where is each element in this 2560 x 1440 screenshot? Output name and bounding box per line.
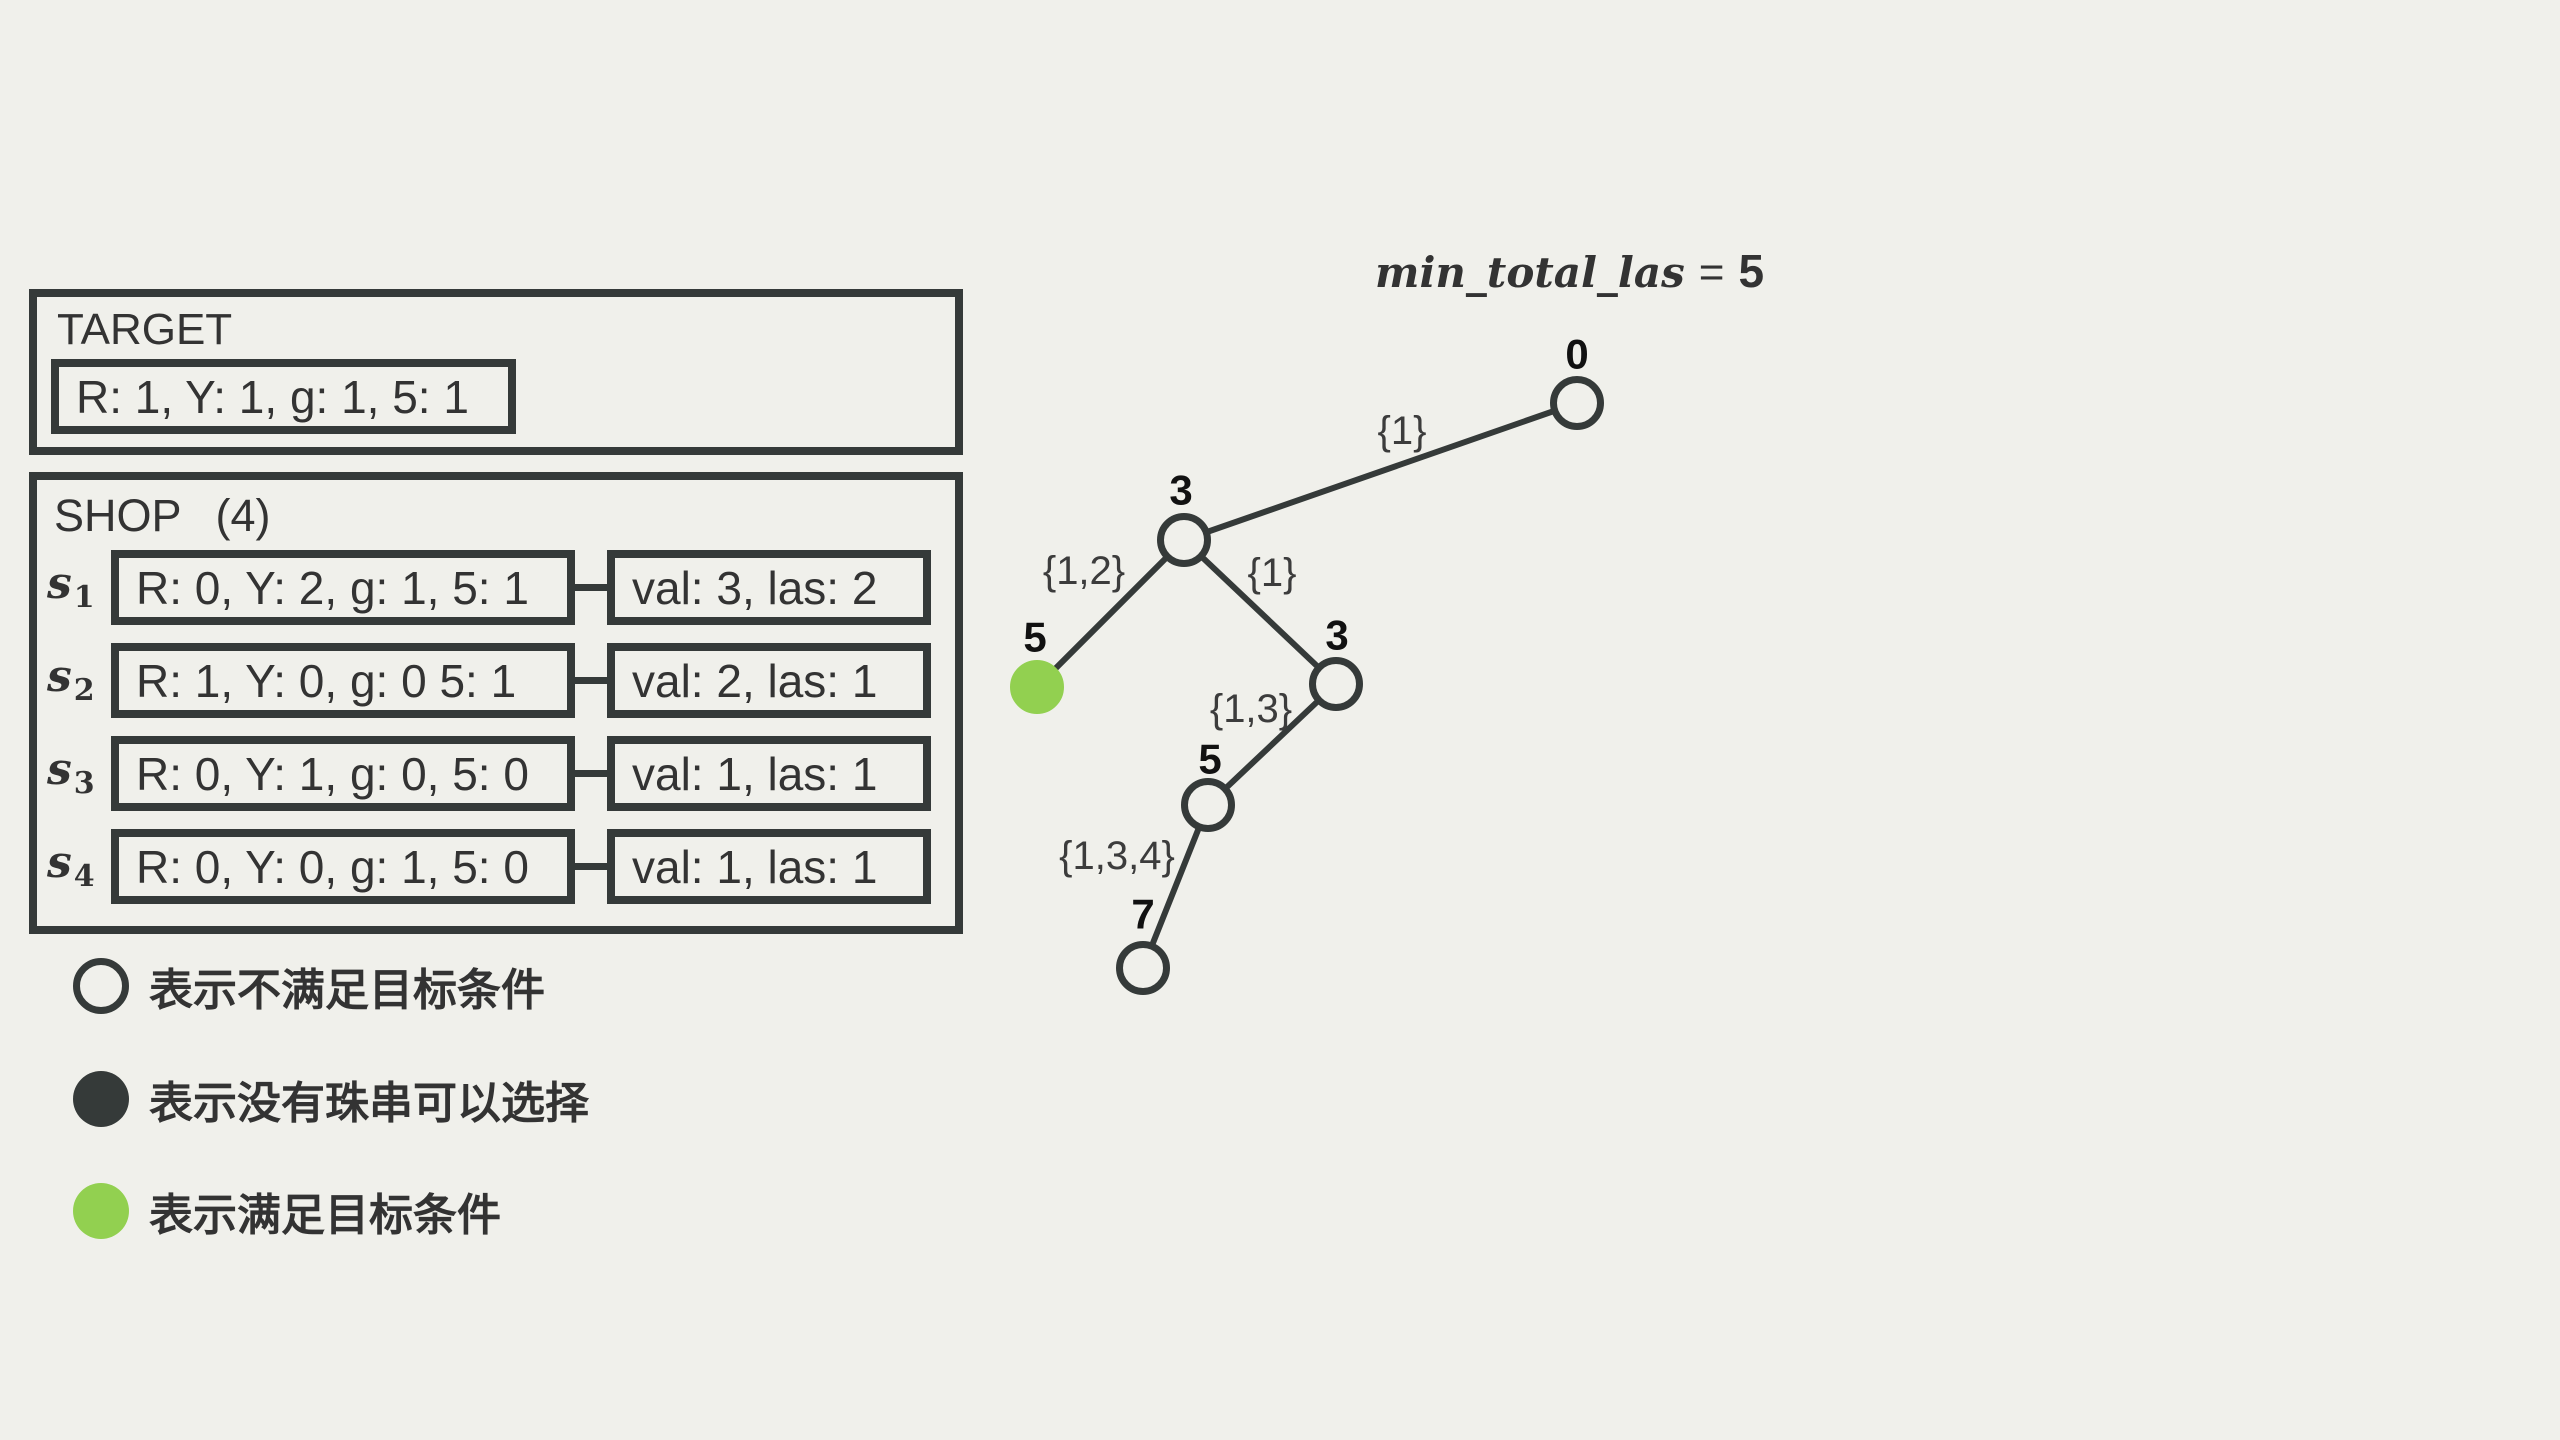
node-label: 5 [1198,736,1221,783]
target-heading: TARGET [57,305,233,354]
tree-edge-labels: {1} {1,2} {1} {1,3} {1,3,4} [1043,409,1427,878]
item-stats-box: val: 1, las: 1 [607,736,931,811]
item-stats-box: val: 1, las: 1 [607,829,931,904]
item-symbol-letter: s [47,651,72,702]
item-attributes-text: R: 0, Y: 2, g: 1, 5: 1 [136,561,529,614]
edge-label: {1} [1248,551,1297,595]
item-connector [575,770,607,777]
tree-edge [1181,400,1580,543]
item-symbol-index: 2 [73,673,95,708]
edge-label: {1,3} [1210,687,1292,731]
edge-label: {1,2} [1043,549,1125,593]
objective-variable: min_total_las [1375,248,1685,297]
legend-item-satisfied: 表示满足目标条件 [73,1181,501,1241]
dark-circle-icon [73,1071,129,1127]
tree-node [1010,660,1064,714]
tree-edge [1140,802,1211,971]
item-attributes-box: R: 0, Y: 1, g: 0, 5: 0 [111,736,575,811]
tree-node [1181,778,1235,832]
shop-item-count: (4) [215,490,271,541]
item-stats-text: val: 1, las: 1 [632,747,878,800]
tree-node-labels: 0 3 5 3 5 7 [1023,331,1588,938]
item-stats-text: val: 1, las: 1 [632,840,878,893]
hollow-circle-icon [73,958,129,1014]
tree-edge [1181,537,1339,687]
item-symbol-index: 1 [73,580,95,615]
item-symbol-index: 3 [73,766,95,801]
tree-nodes [1010,376,1604,995]
item-stats-box: val: 2, las: 1 [607,643,931,718]
green-circle-icon [73,1183,129,1239]
item-attributes-text: R: 1, Y: 0, g: 0 5: 1 [136,654,517,707]
legend-item-unsatisfied: 表示不满足目标条件 [73,956,545,1016]
item-symbol-letter: s [47,837,72,888]
edge-label: {1} [1378,409,1427,453]
legend-text: 表示没有珠串可以选择 [149,1078,589,1129]
item-stats-text: val: 2, las: 1 [632,654,878,707]
item-connector [575,863,607,870]
tree-node [1550,376,1604,430]
item-attributes-text: R: 0, Y: 1, g: 0, 5: 0 [136,747,529,800]
tree-node [1116,941,1170,995]
item-stats-text: val: 3, las: 2 [632,561,878,614]
objective-formula: min_total_las = 5 [1375,241,1764,301]
node-label: 7 [1131,891,1154,938]
target-spec-text: R: 1, Y: 1, g: 1, 5: 1 [76,370,469,423]
tree-edges [1034,400,1580,971]
shop-heading: SHOP (4) [54,488,271,544]
item-connector [575,677,607,684]
item-symbol-index: 4 [73,859,95,894]
objective-operator: = [1698,248,1725,297]
node-label: 5 [1023,614,1046,661]
legend-text: 表示满足目标条件 [149,1190,501,1241]
item-attributes-box: R: 0, Y: 0, g: 1, 5: 0 [111,829,575,904]
item-connector [575,584,607,591]
item-attributes-box: R: 1, Y: 0, g: 0 5: 1 [111,643,575,718]
tree-node [1309,657,1363,711]
item-symbol-letter: s [47,558,72,609]
edge-label: {1,3,4} [1059,834,1175,878]
node-label: 3 [1169,467,1192,514]
item-attributes-box: R: 0, Y: 2, g: 1, 5: 1 [111,550,575,625]
item-stats-box: val: 3, las: 2 [607,550,931,625]
objective-value: 5 [1738,245,1765,297]
target-panel: TARGET R: 1, Y: 1, g: 1, 5: 1 [29,289,963,455]
legend-item-no-choice: 表示没有珠串可以选择 [73,1069,589,1129]
node-label: 3 [1325,612,1348,659]
tree-node [1157,513,1211,567]
item-symbol-letter: s [47,744,72,795]
tree-edge [1205,681,1339,808]
item-attributes-text: R: 0, Y: 0, g: 1, 5: 0 [136,840,529,893]
shop-title: SHOP [54,490,182,541]
node-label: 0 [1565,331,1588,378]
target-spec-box: R: 1, Y: 1, g: 1, 5: 1 [51,359,516,434]
legend-text: 表示不满足目标条件 [149,965,545,1016]
tree-edge [1034,537,1187,690]
